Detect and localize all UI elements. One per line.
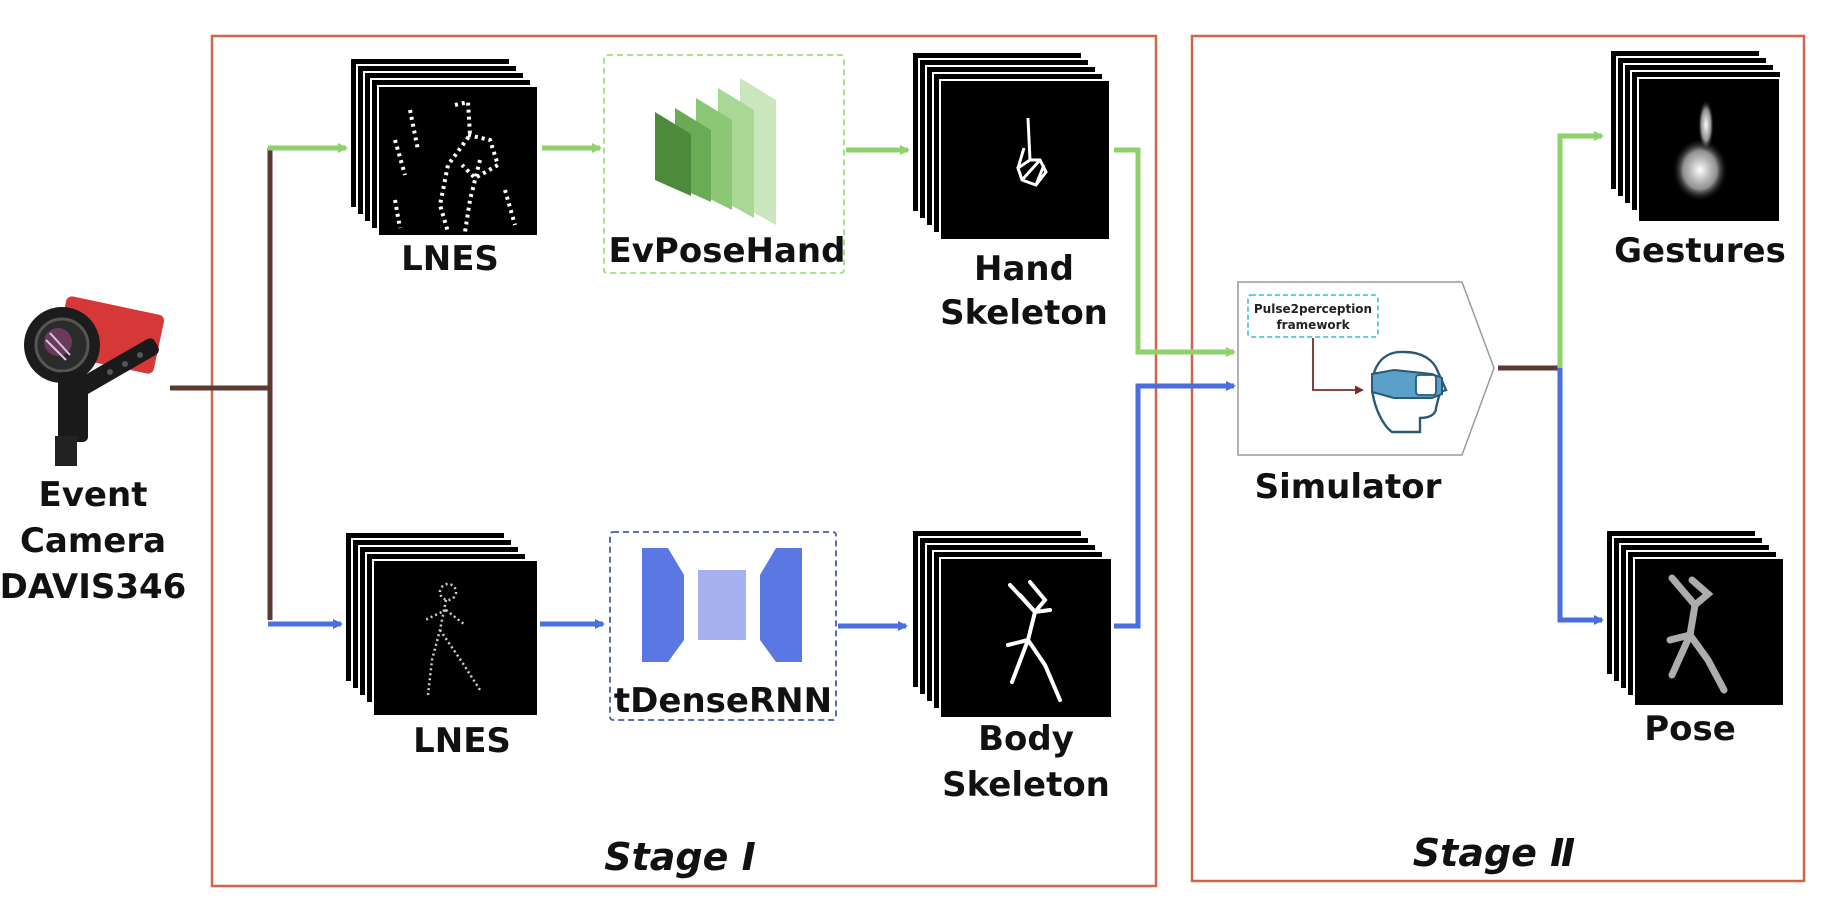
vr-headset-icon xyxy=(1370,350,1448,434)
hand-skeleton-label-line2: Skeleton xyxy=(940,293,1108,333)
stage1-title: Stage Ⅰ xyxy=(604,835,756,879)
camera-trunk-connector xyxy=(170,148,273,620)
tdensernn-box xyxy=(609,531,837,721)
simulator-label: Simulator xyxy=(1255,467,1442,507)
evposehand-network-icon xyxy=(655,78,776,225)
evposehand-label: EvPoseHand xyxy=(609,231,846,271)
gestures-phosphene-image xyxy=(1672,99,1728,202)
arrow-simulator-to-pose xyxy=(1557,368,1604,625)
lnes-bottom-label: LNES xyxy=(413,721,511,761)
lnes-bottom-event-image xyxy=(424,582,482,696)
pose-label: Pose xyxy=(1644,709,1736,749)
tdensernn-label: tDenseRNN xyxy=(614,681,832,721)
stage1-box xyxy=(210,34,1158,888)
lnes-bottom-stack xyxy=(344,531,539,717)
body-skeleton-stack xyxy=(911,529,1113,719)
framework-label-line1: Pulse2perception xyxy=(1254,302,1372,316)
arrow-hand-skeleton-to-simulator xyxy=(1114,147,1236,357)
lnes-top-event-image xyxy=(393,99,517,233)
gestures-label: Gestures xyxy=(1614,231,1786,271)
stage2-title: Stage Ⅱ xyxy=(1413,831,1575,875)
stage2-box xyxy=(1190,34,1806,883)
arrow-body-skeleton-to-simulator xyxy=(1114,381,1236,629)
hand-skeleton-image xyxy=(1016,117,1048,187)
event-camera-icon xyxy=(24,296,165,466)
pose-phosphene-image xyxy=(1666,574,1728,694)
camera-label-line2: Camera xyxy=(20,521,166,561)
pose-stack xyxy=(1605,529,1785,707)
lnes-top-label: LNES xyxy=(401,239,499,279)
framework-box xyxy=(1247,294,1379,338)
hand-skeleton-label-line1: Hand xyxy=(974,249,1074,289)
lnes-top-stack xyxy=(349,57,539,237)
camera-label-line1: Event xyxy=(39,475,148,515)
body-skeleton-label-line2: Skeleton xyxy=(942,765,1110,805)
framework-label-line2: framework xyxy=(1276,318,1350,332)
hand-skeleton-stack xyxy=(911,51,1111,241)
body-skeleton-label-line1: Body xyxy=(978,719,1074,759)
arrow-framework-to-headset xyxy=(1312,338,1364,395)
body-skeleton-image xyxy=(1006,580,1062,702)
arrow-simulator-to-gestures xyxy=(1557,131,1604,368)
camera-label-line3: DAVIS346 xyxy=(0,567,186,607)
tdensernn-network-icon xyxy=(642,548,802,662)
evposehand-box xyxy=(603,54,845,274)
